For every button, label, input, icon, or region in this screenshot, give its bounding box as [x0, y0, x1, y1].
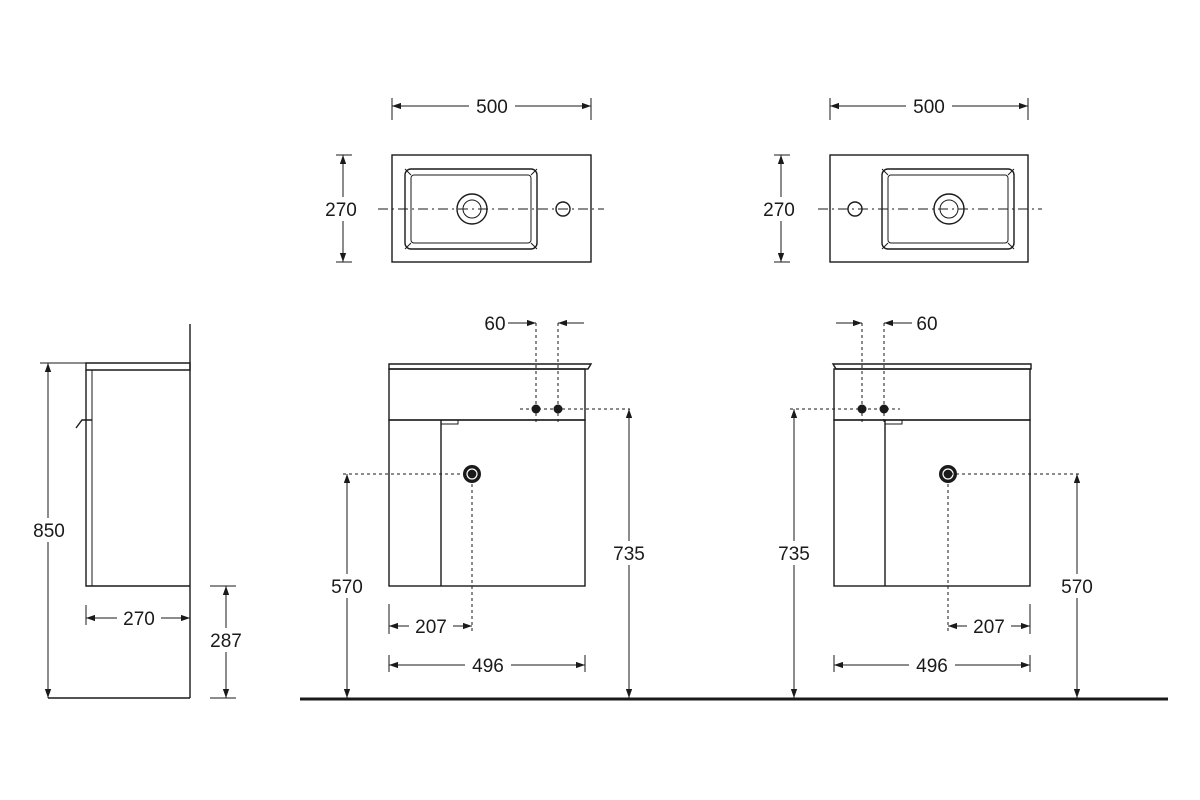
front-left-handle [440, 419, 459, 425]
side-view: 850 270 287 [28, 324, 248, 699]
top-right-depth-label: 270 [763, 200, 795, 221]
front-left-countertop [388, 363, 593, 370]
side-countertop [85, 362, 191, 371]
side-height-label: 850 [33, 521, 65, 542]
top-view-right: 500 270 [758, 94, 1042, 263]
front-right-drain-offset-label: 207 [973, 617, 1005, 638]
top-left-basin-inner [410, 174, 532, 244]
front-right-width-label: 496 [916, 656, 948, 677]
top-left-depth-label: 270 [325, 200, 357, 221]
front-view-right: 60 735 570 207 496 [771, 314, 1099, 698]
front-right-drain-height-label: 570 [1061, 577, 1093, 598]
front-right-countertop [831, 363, 1032, 370]
side-cabinet-body [85, 370, 190, 587]
front-left-cabinet [388, 419, 586, 587]
front-left-drain-outlet [463, 465, 481, 483]
front-right-tap-spacing-label: 60 [916, 314, 937, 335]
top-right-width-label: 500 [913, 97, 945, 118]
front-left-drain-height-label: 570 [331, 577, 363, 598]
front-right-drain-outlet [939, 465, 957, 483]
side-clearance-label: 287 [210, 631, 242, 652]
front-right-handle [884, 419, 903, 425]
top-left-width-label: 500 [476, 97, 508, 118]
front-left-drain-offset-label: 207 [415, 617, 447, 638]
side-depth-label: 270 [123, 609, 155, 630]
side-door-handle [75, 419, 92, 429]
front-left-supply-height-label: 735 [613, 544, 645, 565]
top-view-left: 500 270 [320, 94, 604, 263]
front-right-supply-height-label: 735 [778, 544, 810, 565]
front-left-width-label: 496 [472, 656, 504, 677]
front-left-tap-spacing-label: 60 [484, 314, 505, 335]
front-view-left: 60 735 570 207 496 [325, 314, 652, 698]
front-right-cabinet [833, 419, 1031, 587]
top-left-tap-hole [555, 201, 571, 217]
